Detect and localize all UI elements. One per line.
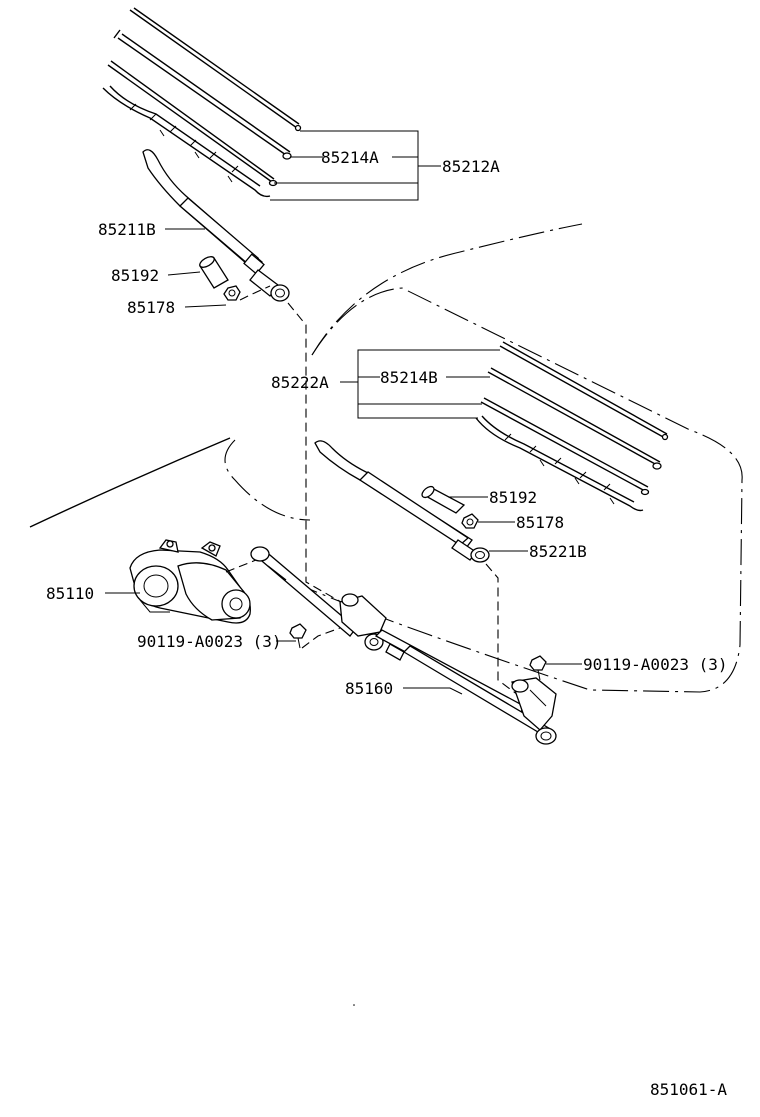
wiper-motor (129, 539, 251, 624)
label-85192-upper: 85192 (111, 266, 159, 285)
upper-pivot-nut (223, 285, 241, 301)
label-85110: 85110 (46, 584, 94, 603)
upper-wiper-blade-assembly (102, 7, 302, 198)
lower-pivot-cap (421, 485, 466, 514)
callout-bracket-85222A (340, 349, 500, 419)
label-90119-right: 90119-A0023 (3) (583, 655, 728, 674)
label-85192-lower: 85192 (489, 488, 537, 507)
wiper-link-assembly (250, 546, 557, 745)
leader-85192-upper (167, 271, 201, 276)
callout-bracket-85212A (270, 130, 441, 201)
label-85222A: 85222A (271, 373, 329, 392)
label-90119-left: 90119-A0023 (3) (137, 632, 282, 651)
label-85212A: 85212A (442, 157, 500, 176)
label-85211B: 85211B (98, 220, 156, 239)
lower-wiper-arm (314, 440, 490, 563)
lower-pivot-nut (461, 513, 479, 529)
label-85214A: 85214A (321, 148, 379, 167)
bolt-right (529, 655, 547, 681)
label-85214B: 85214B (380, 368, 438, 387)
leader-85178-upper (184, 304, 227, 308)
windshield-outline (29, 223, 743, 693)
upper-pivot-cap (199, 256, 229, 289)
diagram-id: 851061-A (650, 1080, 727, 1099)
label-85178-upper: 85178 (127, 298, 175, 317)
label-85178-lower: 85178 (516, 513, 564, 532)
stray-dot (353, 1004, 355, 1006)
label-85221B: 85221B (529, 542, 587, 561)
leader-85160 (403, 687, 463, 695)
label-85160: 85160 (345, 679, 393, 698)
upper-wiper-arm (142, 149, 290, 302)
lower-wiper-blade-assembly (475, 341, 669, 512)
bolt-left (289, 623, 307, 649)
